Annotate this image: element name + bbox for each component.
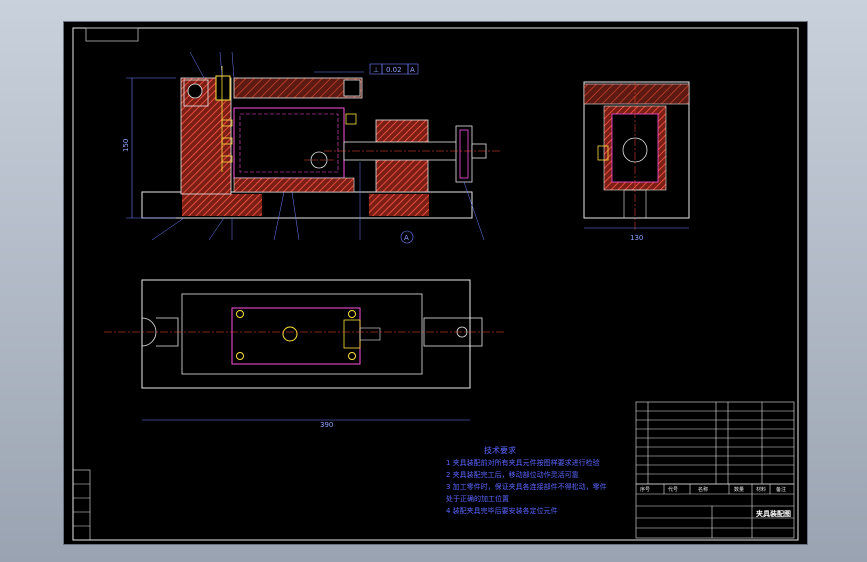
length-dimension: 390 [320,421,333,429]
front-view: 150 ⊥ 0.02 A A [122,51,500,244]
drawing-sheet: 150 ⊥ 0.02 A A 130 [63,21,808,545]
header-index: 序号 [640,486,650,493]
width-dimension: 130 [630,234,643,242]
header-material: 材料 [756,486,766,493]
svg-text:⊥: ⊥ [373,66,379,74]
height-dimension: 150 [122,139,130,152]
plan-view: 390 [104,279,504,429]
header-qty: 数量 [734,486,744,493]
revision-strip [72,469,91,541]
title-block: 序号 代号 名称 数量 材料 备注 夹具装配图 [635,483,795,539]
tolerance-value: 0.02 [386,66,402,74]
side-view: 130 [583,81,690,242]
corner-box [85,27,139,42]
datum-ref: A [410,66,415,74]
header-remark: 备注 [776,486,786,493]
cad-drawing: 150 ⊥ 0.02 A A 130 [72,27,799,541]
drawing-name: 夹具装配图 [756,509,791,518]
requirement-3b: 处于正确的加工位置 [446,494,509,503]
header-code: 代号 [668,486,678,493]
inner-frame [72,27,799,541]
requirement-4: 4 装配夹具完毕后要安装各定位元件 [446,506,558,515]
requirements-title: 技术要求 [484,445,516,455]
requirement-1: 1 夹具装配前对所有夹具元件按图样要求进行检验 [446,458,600,467]
header-name: 名称 [698,486,708,493]
technical-requirements: 技术要求 1 夹具装配前对所有夹具元件按图样要求进行检验 2 夹具装配完工后，移… [446,445,607,515]
requirement-2: 2 夹具装配完工后，移动部位动作灵活可靠 [446,470,579,479]
section-label: A [404,234,409,242]
requirement-3: 3 加工零件时，保证夹具各连接部件不得松动，零件 [446,482,607,491]
parts-list [635,401,795,485]
